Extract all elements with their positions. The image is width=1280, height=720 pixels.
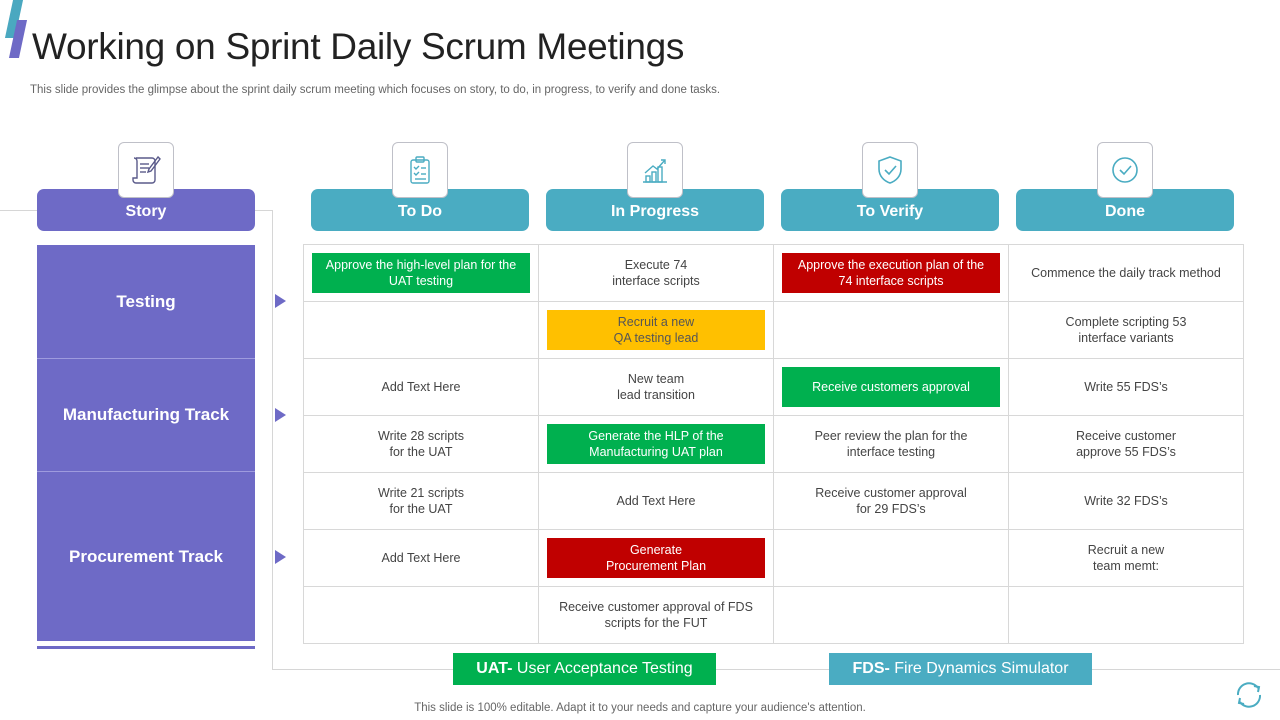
arrow-right-icon <box>275 550 286 564</box>
task-text <box>774 587 1008 643</box>
task-text <box>1009 587 1243 643</box>
task-cell-to-verify: Receive customers approval <box>773 358 1009 416</box>
task-text: Commence the daily track method <box>1031 266 1221 280</box>
clipboard-checklist-icon <box>392 142 448 198</box>
task-chip: Recruit a new QA testing lead <box>547 310 765 350</box>
task-chip: Generate Procurement Plan <box>547 538 765 578</box>
task-cell-in-progress: New team lead transition <box>538 358 774 416</box>
task-text: Peer review the plan for the interface t… <box>814 429 968 459</box>
task-cell-in-progress: Add Text Here <box>538 472 774 530</box>
task-cell-to-do: Add Text Here <box>303 529 539 587</box>
task-grid: Approve the high-level plan for the UAT … <box>303 244 1244 644</box>
story-label-procurement: Procurement Track <box>68 547 223 566</box>
task-text: Recruit a new team memt: <box>1087 543 1165 573</box>
story-label-testing: Testing <box>116 291 176 311</box>
task-cell-to-do: Write 21 scripts for the UAT <box>303 472 539 530</box>
shield-check-icon <box>862 142 918 198</box>
legend-uat-abbr: UAT- <box>476 660 513 677</box>
table-row: Approve the high-level plan for the UAT … <box>303 244 1244 302</box>
task-text: Add Text Here <box>381 380 461 394</box>
legend-uat-text: User Acceptance Testing <box>512 660 693 677</box>
task-text <box>774 302 1008 358</box>
task-cell-to-verify <box>773 529 1009 587</box>
task-cell-to-verify <box>773 301 1009 359</box>
story-label-manufacturing: Manufacturing Track <box>62 405 230 424</box>
table-row: Receive customer approval of FDS scripts… <box>303 586 1244 644</box>
panel-underline <box>37 646 255 649</box>
task-cell-in-progress: Execute 74 interface scripts <box>538 244 774 302</box>
task-text: Receive customer approval for 29 FDS’s <box>815 486 967 516</box>
task-text: Receive customer approve 55 FDS’s <box>1075 429 1177 459</box>
task-cell-done: Commence the daily track method <box>1008 244 1244 302</box>
circle-check-icon <box>1097 142 1153 198</box>
legend-fds-abbr: FDS- <box>852 660 890 677</box>
task-text <box>774 530 1008 586</box>
table-row: Recruit a new QA testing lead Complete sc… <box>303 301 1244 359</box>
task-cell-in-progress: Recruit a new QA testing lead <box>538 301 774 359</box>
task-chip: Approve the execution plan of the 74 int… <box>782 253 1000 293</box>
task-cell-to-do: Add Text Here <box>303 358 539 416</box>
task-cell-to-verify: Approve the execution plan of the 74 int… <box>773 244 1009 302</box>
table-row: Write 21 scripts for the UAT Add Text Her… <box>303 472 1244 530</box>
task-cell-to-do <box>303 301 539 359</box>
task-chip: Generate the HLP of the Manufacturing UA… <box>547 424 765 464</box>
page-subtitle: This slide provides the glimpse about th… <box>30 84 721 96</box>
task-cell-to-verify: Peer review the plan for the interface t… <box>773 415 1009 473</box>
task-cell-in-progress: Receive customer approval of FDS scripts… <box>538 586 774 644</box>
row-divider <box>37 358 255 359</box>
growth-chart-icon <box>627 142 683 198</box>
frame-line <box>272 210 273 670</box>
table-row: Write 28 scripts for the UAT Generate the… <box>303 415 1244 473</box>
task-cell-to-do: Approve the high-level plan for the UAT … <box>303 244 539 302</box>
legend-uat: UAT- User Acceptance Testing <box>453 653 716 685</box>
task-text: New team lead transition <box>617 372 695 402</box>
task-cell-to-do <box>303 586 539 644</box>
task-text: Execute 74 interface scripts <box>612 258 700 288</box>
task-cell-done: Write 32 FDS’s <box>1008 472 1244 530</box>
task-text: Write 32 FDS’s <box>1084 494 1168 508</box>
table-row: Add Text Here Generate Procurement Plan Re… <box>303 529 1244 587</box>
table-row: Add Text Here New team lead transition Rec… <box>303 358 1244 416</box>
arrow-right-icon <box>275 294 286 308</box>
page-title: Working on Sprint Daily Scrum Meetings <box>32 26 685 67</box>
refresh-circle-icon <box>1232 678 1266 717</box>
footer-note: This slide is 100% editable. Adapt it to… <box>414 702 866 714</box>
task-cell-in-progress: Generate Procurement Plan <box>538 529 774 587</box>
legend-fds-text: Fire Dynamics Simulator <box>889 660 1069 677</box>
task-text <box>304 302 538 358</box>
task-chip: Receive customers approval <box>782 367 1000 407</box>
task-cell-done: Receive customer approve 55 FDS’s <box>1008 415 1244 473</box>
task-cell-done: Recruit a new team memt: <box>1008 529 1244 587</box>
arrow-right-icon <box>275 408 286 422</box>
scroll-quill-icon <box>118 142 174 198</box>
legend-fds: FDS- Fire Dynamics Simulator <box>829 653 1092 685</box>
story-panel <box>37 245 255 641</box>
task-text: Receive customer approval of FDS scripts… <box>559 600 753 630</box>
task-cell-to-do: Write 28 scripts for the UAT <box>303 415 539 473</box>
frame-line <box>272 669 1280 670</box>
task-text: Write 28 scripts for the UAT <box>378 429 464 459</box>
task-text: Add Text Here <box>381 551 461 565</box>
task-text <box>304 587 538 643</box>
task-cell-in-progress: Generate the HLP of the Manufacturing UA… <box>538 415 774 473</box>
task-text: Complete scripting 53 interface variants <box>1065 315 1187 345</box>
task-text: Write 21 scripts for the UAT <box>378 486 464 516</box>
task-text: Add Text Here <box>616 494 696 508</box>
task-cell-to-verify <box>773 586 1009 644</box>
row-divider <box>37 471 255 472</box>
task-cell-done <box>1008 586 1244 644</box>
task-cell-to-verify: Receive customer approval for 29 FDS’s <box>773 472 1009 530</box>
task-cell-done: Write 55 FDS’s <box>1008 358 1244 416</box>
task-text: Write 55 FDS’s <box>1084 380 1168 394</box>
task-chip: Approve the high-level plan for the UAT … <box>312 253 530 293</box>
task-cell-done: Complete scripting 53 interface variants <box>1008 301 1244 359</box>
